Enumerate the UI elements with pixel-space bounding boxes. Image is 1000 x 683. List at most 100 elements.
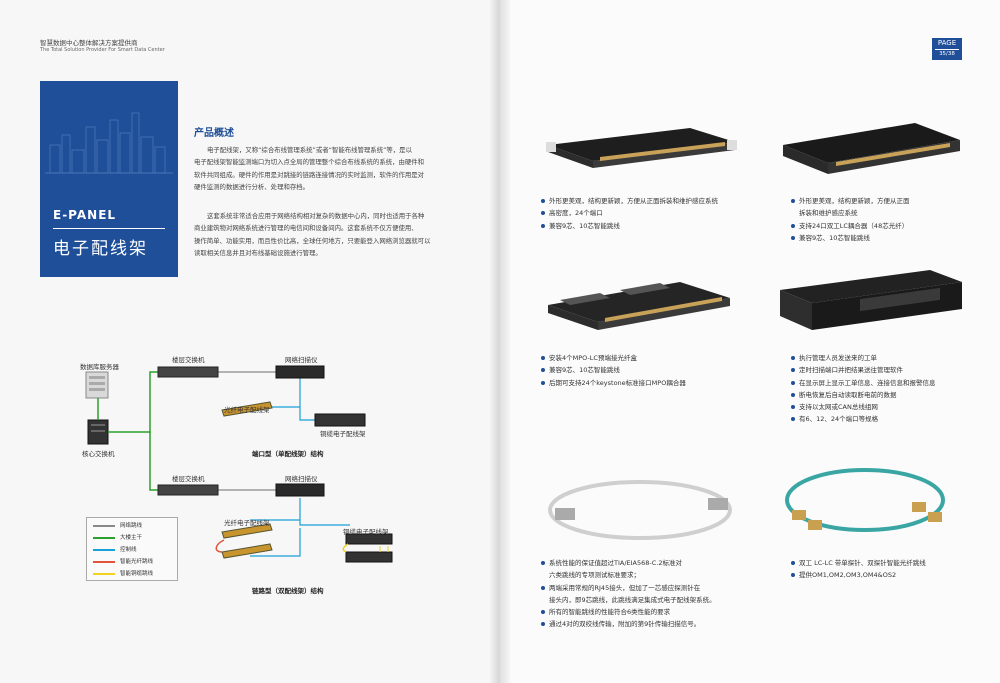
- network-lines: [218, 371, 276, 491]
- para-line: 操作简单、功能实用，而且性价比高，全球任何地方，只要能登入网络浏览器就可以: [194, 236, 431, 245]
- fiber-panel-2b-icon: [221, 543, 273, 559]
- overview-paragraph-1: 电子配线架，又称“综合布线管理系统”或者“智能布线管理系统”等，是以 电子配线架…: [194, 144, 464, 194]
- bullet-icon: [791, 561, 795, 565]
- copper-patch-cord-2: [379, 546, 389, 552]
- bullet-icon: [541, 610, 545, 615]
- header-en: The Total Solution Provider For Smart Da…: [40, 47, 165, 53]
- para-line: 软件共同组成。硬件的作用是对跳接的链路连接情况的实时监测，软件的作用是对: [194, 170, 425, 179]
- city-skyline-graphic: [45, 112, 173, 174]
- product-2-bullets: 外形更美观，结构更新颖，方便从正面 拆装和维护感应系统 支持24口双工LC耦合器…: [791, 195, 910, 244]
- open-patch-panel-image: [546, 128, 737, 168]
- copper-patch-cord-image: [548, 480, 732, 540]
- bullet-icon: [791, 380, 795, 385]
- header-cn: 智慧数据中心整体解决方案提供商: [40, 39, 138, 47]
- para-line: 电子配线架智能监测端口为切入点全局的管理整个综合布线系统的系统，由硬件和: [194, 158, 425, 167]
- label-floor-switch-2: 楼层交换机: [172, 475, 205, 483]
- label-copper-panel-2: 铜缆电子配线架: [343, 528, 389, 536]
- fiber-patch-cord: [215, 539, 225, 553]
- bullet-icon: [791, 392, 795, 397]
- product-3-bullets: 安装4个MPO-LC预端接光纤盒 兼容9芯、10芯智能跳线 后期可支持24个ke…: [541, 352, 686, 389]
- legend-item: 网络跳线: [93, 521, 177, 531]
- copper-panel-2a-icon: [345, 533, 393, 545]
- bullet-item: 拆装和维护感应系统: [799, 209, 858, 218]
- bullet-icon: [541, 211, 545, 216]
- legend-swatch: [93, 537, 115, 539]
- diagram-legend: 网络跳线 大楼主干 控制线 智能光纤跳线 智能铜缆跳线: [86, 517, 178, 581]
- bullet-item: 六类跳线的专项测试标准要求；: [549, 571, 640, 580]
- bullet-item: 执行管理人员发送来的工单: [791, 352, 936, 364]
- bullet-item: 通过4对的双绞线传输，附加的第9针传输扫描信号。: [541, 618, 716, 630]
- bullet-item: 支持以太网或CAN总线组网: [791, 401, 936, 413]
- copper-panel-2b-icon: [345, 551, 393, 563]
- banner-title-cn: 电子配线架: [53, 239, 148, 259]
- bullet-item: 兼容9芯、10芯智能跳线: [541, 220, 718, 232]
- bullet-icon: [541, 356, 545, 360]
- page-label: PAGE: [937, 39, 957, 47]
- label-fiber-panel-1: 光纤电子配线架: [224, 406, 270, 414]
- backbone-lines: [97, 371, 158, 491]
- section-title: 产品概述: [194, 128, 234, 139]
- bullet-icon: [541, 622, 545, 627]
- para-line: 电子配线架，又称“综合布线管理系统”或者“智能布线管理系统”等，是以: [207, 146, 412, 154]
- caption-port-type: 端口型（单配线架）结构: [252, 450, 324, 458]
- bullet-icon: [791, 368, 795, 373]
- mpo-patch-panel-image: [548, 282, 730, 330]
- copper-patch-cord: [342, 543, 349, 553]
- bullet-icon: [541, 368, 545, 373]
- banner-divider: [53, 228, 165, 229]
- control-lines: [250, 378, 350, 557]
- bullet-icon: [791, 356, 795, 360]
- network-scanner-image: [780, 270, 962, 330]
- caption-link-type: 链路型（双配线架）结构: [252, 587, 324, 595]
- topology-diagram: [85, 365, 393, 563]
- copper-panel-1-icon: [314, 413, 366, 427]
- legend-item: 控制线: [93, 545, 177, 555]
- floor-switch-1-icon: [157, 366, 219, 378]
- bullet-item: 定时扫描端口并把结果送往管理软件: [791, 364, 936, 376]
- para-line: 这套系统非常适合应用于网络结构相对复杂的数据中心内，同时也适用于各种: [207, 212, 425, 220]
- bullet-icon: [791, 417, 795, 422]
- bullet-icon: [541, 223, 545, 228]
- legend-item: 大楼主干: [93, 533, 177, 543]
- bullet-icon: [791, 235, 795, 240]
- page-gutter: [490, 0, 510, 683]
- bullet-icon: [791, 223, 795, 228]
- label-floor-switch-1: 楼层交换机: [172, 356, 205, 364]
- bullet-icon: [791, 573, 795, 578]
- legend-swatch: [93, 561, 115, 563]
- overview-paragraph-2: 这套系统非常适合应用于网络结构相对复杂的数据中心内，同时也适用于各种 商业建筑物…: [194, 210, 464, 260]
- bullet-item: 所有的智能跳线的性能符合6类性能的要求: [541, 606, 716, 618]
- bullet-icon: [791, 405, 795, 410]
- bullet-icon: [541, 380, 545, 385]
- banner-title-en: E-PANEL: [53, 208, 117, 222]
- right-page: [503, 0, 1000, 683]
- bullet-item: 兼容9芯、10芯智能跳线: [791, 232, 910, 244]
- bullet-item: 外形更美观，结构更新颖，方便从正面: [791, 195, 910, 207]
- page-number-badge: PAGE 35/38: [932, 38, 962, 60]
- bullet-item: 支持24口双工LC耦合器（48芯光纤）: [791, 220, 910, 232]
- product-5-bullets: 系统性能的保证值超过TIA/EIA568-C.2标准对 六类跳线的专项测试标准要…: [541, 557, 716, 631]
- bullet-item: 有6、12、24个端口等规格: [791, 413, 936, 425]
- bullet-item: 安装4个MPO-LC预端接光纤盒: [541, 352, 686, 364]
- para-line: 硬件监测的数据进行分析、处理和存档。: [194, 183, 310, 192]
- bullet-icon: [791, 199, 795, 203]
- page-number: 35/38: [935, 49, 959, 59]
- scanner-2-icon: [275, 483, 325, 497]
- scanner-1-icon: [275, 365, 325, 379]
- product-4-bullets: 执行管理人员发送来的工单 定时扫描端口并把结果送往管理软件 在显示屏上显示工单信…: [791, 352, 936, 426]
- bullet-item: 在显示屏上显示工单信息、连接信息和报警信息: [791, 377, 936, 389]
- epanel-banner: E-PANEL 电子配线架: [40, 81, 178, 277]
- fiber-patch-cord-image: [785, 468, 945, 532]
- floor-switch-2-icon: [157, 484, 219, 496]
- legend-item: 智能光纤跳线: [93, 557, 177, 567]
- legend-swatch: [93, 573, 115, 575]
- label-db-server: 数据库服务器: [80, 363, 119, 371]
- label-core-switch: 核心交换机: [82, 450, 115, 458]
- bullet-icon: [541, 561, 545, 565]
- para-line: 读取相关信息并且对布线基础设施进行管理。: [194, 249, 322, 258]
- bullet-icon: [541, 199, 545, 203]
- bullet-item: 断电恢复后自动读取断电前的数据: [791, 389, 936, 401]
- closed-patch-panel-image: [783, 123, 960, 174]
- legend-swatch: [93, 549, 115, 551]
